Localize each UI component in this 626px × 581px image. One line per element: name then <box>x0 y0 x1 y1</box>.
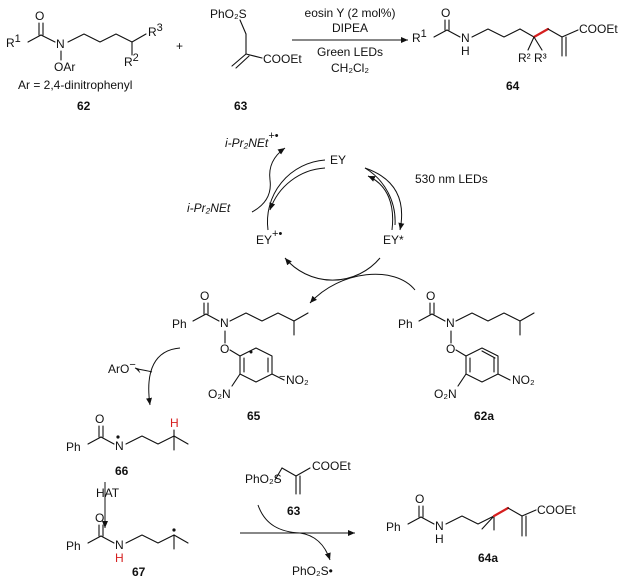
cycle-ey-star: EY* <box>383 233 404 247</box>
add-cooet: COOEt <box>312 459 351 473</box>
aro-anion: ArO− <box>108 359 136 376</box>
c64a-carbonyl-o: O <box>415 492 424 506</box>
compound-label-64: 64 <box>506 79 520 93</box>
c66-n: N <box>115 439 124 453</box>
c65-no2: NO₂ <box>286 373 309 387</box>
condition-leds: Green LEDs <box>317 45 383 59</box>
c67-ph: Ph <box>66 539 81 553</box>
prod-cooet-label: COOEt <box>579 22 618 36</box>
c67-carbonyl-o: O <box>95 511 104 525</box>
n-label: N <box>56 37 65 51</box>
c64a-cooet: COOEt <box>537 503 576 517</box>
r2-label: R2 <box>124 52 139 69</box>
compound-label-62: 62 <box>77 99 91 113</box>
ar-definition: Ar = 2,4-dinitrophenyl <box>18 78 132 92</box>
compound-64a: O Ph N H COOEt 64a <box>386 492 576 565</box>
compound-67: O Ph N H 67 <box>66 511 189 579</box>
c67-h-red: H <box>115 551 124 565</box>
compound-62a: O Ph N O O₂N NO₂ 62a <box>398 289 535 423</box>
r1-label: R1 <box>6 33 21 50</box>
c65-minus: − <box>279 371 285 383</box>
arrow-to-65 <box>309 273 416 304</box>
c62a-o: O <box>446 342 455 356</box>
arrow-phso2-out <box>299 532 331 561</box>
prod-n-label: N <box>461 31 470 45</box>
c64a-n: N <box>435 519 444 533</box>
c62a-no2: NO₂ <box>512 373 535 387</box>
oar-label: OAr <box>54 60 75 74</box>
reaction-conditions: eosin Y (2 mol%) DIPEA Green LEDs CH₂Cl₂ <box>292 6 408 75</box>
phso2-label: PhO₂S <box>210 7 247 21</box>
compound-label-66: 66 <box>115 464 129 478</box>
c62a-carbonyl-o: O <box>426 289 435 303</box>
condition-solvent: CH₂Cl₂ <box>331 61 369 75</box>
c65-ph: Ph <box>172 317 187 331</box>
c62a-ph: Ph <box>398 317 413 331</box>
condition-dipea: DIPEA <box>332 21 368 35</box>
compound-66: O Ph N H 66 <box>66 412 189 478</box>
prod-r1-label: R1 <box>412 28 427 45</box>
compound-label-63: 63 <box>234 99 248 113</box>
carbonyl-o: O <box>35 9 44 23</box>
c64a-h: H <box>435 532 444 546</box>
compound-62: O R1 N OAr R3 R2 Ar = 2,4-dinitrophenyl … <box>6 9 163 113</box>
add-phso2: PhO₂S <box>245 472 282 486</box>
cooet-label: COOEt <box>263 52 302 66</box>
compound-label-65: 65 <box>247 409 261 423</box>
compound-label-62a: 62a <box>474 409 494 423</box>
condition-eosin: eosin Y (2 mol%) <box>305 6 396 20</box>
c64a-ph: Ph <box>386 520 401 534</box>
c62a-n: N <box>446 316 455 330</box>
cycle-ey-radical: EY+• <box>256 228 282 247</box>
ipr2net-donor: i-Pr₂NEt <box>187 201 231 215</box>
prod-carbonyl-o: O <box>441 6 450 20</box>
ipr2net-radical-cation: i-Pr₂NEt+• <box>225 130 279 150</box>
compound-64: O R1 N H COOEt R² R³ 64 <box>412 6 618 93</box>
arrow-63-in <box>257 504 301 534</box>
c65-o2n: O₂N <box>208 387 231 401</box>
compound-label-64a: 64a <box>478 551 498 565</box>
c65-n: N <box>220 316 229 330</box>
c66-h-red: H <box>170 416 179 430</box>
c65-o: O <box>220 342 229 356</box>
photocatalytic-cycle: EY EY* EY+• 530 nm LEDs i-Pr₂NEt+• i-Pr₂… <box>187 130 488 281</box>
compound-65: O Ph N O O₂N − NO₂ 65 <box>172 289 309 423</box>
arrow-to-66 <box>146 347 181 406</box>
prod-h-label: H <box>461 44 470 58</box>
leds-label: 530 nm LEDs <box>415 172 488 186</box>
c65-carbonyl-o: O <box>200 289 209 303</box>
hat-label: HAT <box>96 486 120 500</box>
compound-63: PhO₂S COOEt 63 <box>210 7 302 113</box>
c66-ph: Ph <box>66 440 81 454</box>
plus-sign: + <box>176 39 183 53</box>
cycle-ey: EY <box>330 153 346 167</box>
arrow-aro-loss <box>134 367 153 374</box>
compound-63-addition: PhO₂S COOEt 63 <box>245 459 351 518</box>
c62a-o2n: O₂N <box>434 387 457 401</box>
compound-label-63-b: 63 <box>287 504 301 518</box>
c67-n: N <box>115 538 124 552</box>
phso2-radical: PhO₂S• <box>292 564 333 578</box>
compound-label-67: 67 <box>132 565 146 579</box>
r3-label: R3 <box>148 22 163 39</box>
prod-r2r3-label: R² R³ <box>518 51 547 65</box>
c66-carbonyl-o: O <box>95 412 104 426</box>
